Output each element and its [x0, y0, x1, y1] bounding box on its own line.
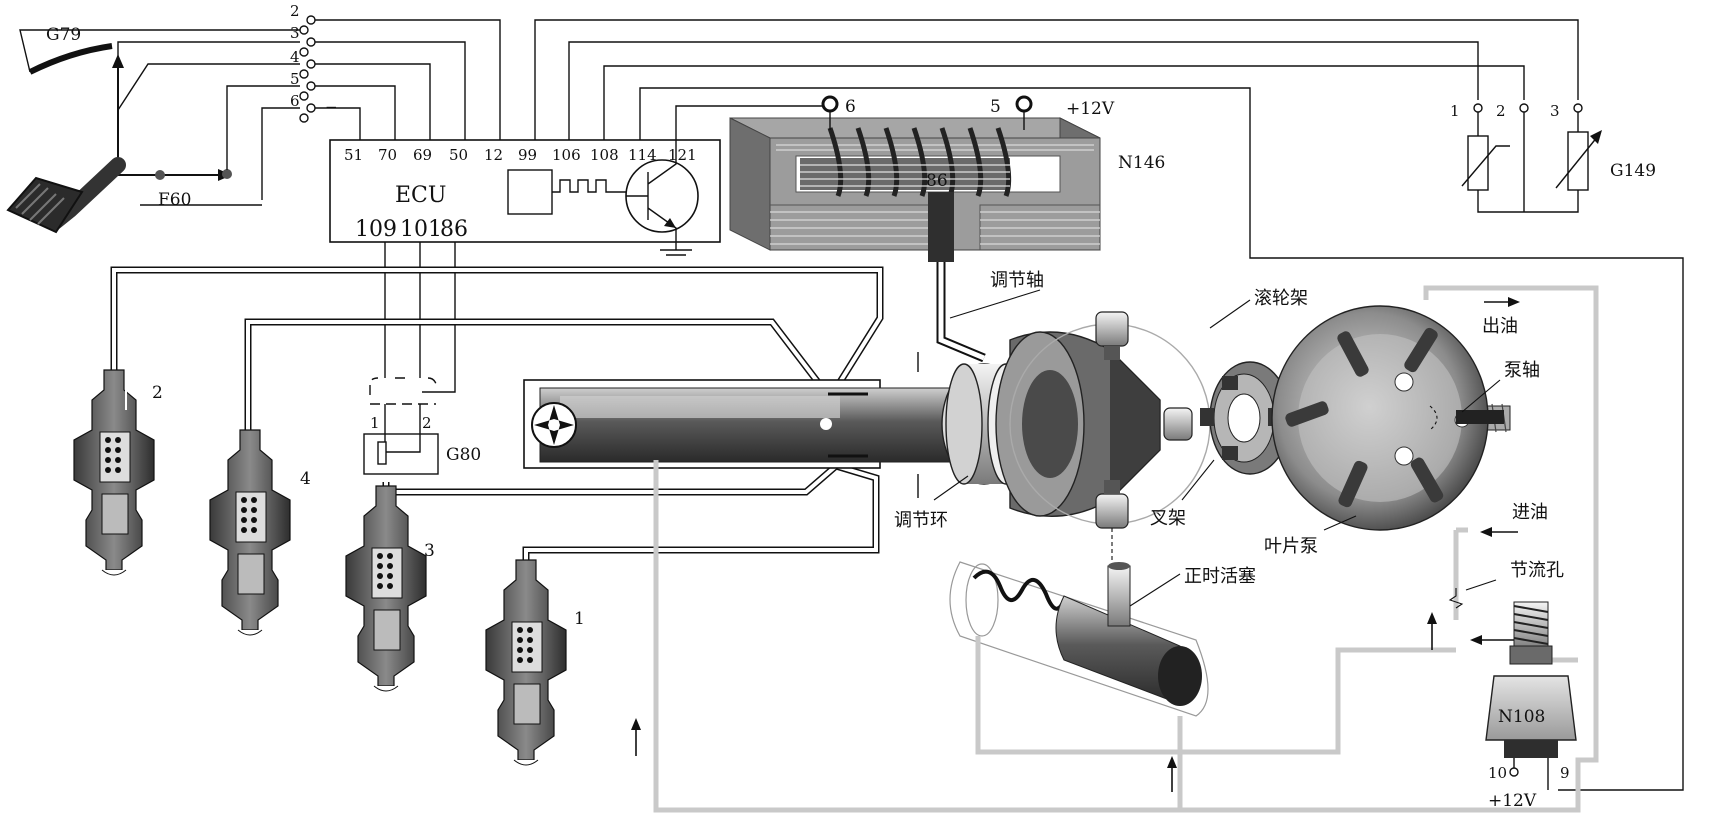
switch-contact: [222, 169, 232, 179]
injector-number: 1: [574, 609, 585, 629]
n146-terminal-b: 5: [990, 97, 1001, 117]
n108-timing-valve: N108 10 9 +12V: [1485, 601, 1577, 811]
n108-supply: +12V: [1488, 791, 1537, 811]
g80-terminal: 1: [370, 414, 380, 432]
accelerator-pedal-assembly: G79 F60: [6, 25, 232, 234]
callout-oil-out: 出油: [1482, 316, 1518, 337]
g80-needle-lift-sensor: 1 2 G80: [363, 377, 481, 475]
ecu-pin-label: 70: [378, 146, 397, 164]
part-callouts: 调节轴 滚轮架 出油 泵轴 调节环 叉架 进油 叶片泵 节流孔 正时活塞: [894, 270, 1564, 607]
flow-arrows: [631, 297, 1530, 792]
switch-pivot: [155, 170, 165, 180]
timing-piston: [949, 561, 1209, 717]
g149-sensor: 1 2 3 G149: [1450, 102, 1656, 213]
g79-label: G79: [46, 25, 81, 45]
g149-terminal: 1: [1450, 102, 1460, 120]
pedal-terminal-label: 6: [290, 92, 300, 110]
ecu-pin-label: 50: [449, 146, 468, 164]
injector-4: [209, 429, 291, 636]
ecu-pin-label: 12: [484, 146, 503, 164]
terminal-6-icon: [821, 95, 839, 113]
callout-vane-pump: 叶片泵: [1264, 536, 1318, 557]
ecu-pin-label: 99: [518, 146, 537, 164]
pedal-terminal-label: 2: [290, 2, 300, 20]
throttle-orifice: [1448, 588, 1464, 609]
callout-fork: 叉架: [1150, 508, 1186, 529]
callout-oil-in: 进油: [1512, 502, 1548, 523]
pedal-sensor-arc: [28, 43, 113, 75]
n108-label: N108: [1498, 707, 1545, 727]
roller-frame: [1009, 311, 1211, 560]
terminal-86-label: 86: [926, 171, 948, 191]
g149-label: G149: [1610, 161, 1656, 181]
ecu-pin-label: 121: [668, 146, 697, 164]
pwm-generator-block: [507, 169, 553, 215]
callout-control-ring: 调节环: [894, 510, 948, 531]
injector-number: 4: [300, 469, 311, 489]
f60-label: F60: [158, 190, 191, 210]
injector-number: 3: [424, 541, 435, 561]
actuator-coil-core: [800, 158, 1010, 190]
injector-3: [345, 485, 427, 692]
cam-disc: [995, 331, 1161, 517]
callout-pump-shaft: 泵轴: [1504, 360, 1540, 381]
g149-terminal: 3: [1550, 102, 1560, 120]
actuator-armature: [928, 192, 954, 262]
ecu-block: ECU 51 70 69 50 12 99 106 108 114 121 10…: [329, 108, 721, 256]
g80-terminal: 2: [422, 414, 432, 432]
pedal-terminal-label: 4: [290, 48, 300, 66]
ecu-pin-label: 106: [552, 146, 581, 164]
injector-2: [73, 369, 155, 576]
n108-terminal-10: 10: [1488, 764, 1507, 782]
n146-label: N146: [1118, 153, 1165, 173]
arrow-icon: [1590, 130, 1602, 144]
ecu-wiring: [384, 19, 1684, 791]
ecu-pin-label: 69: [413, 146, 432, 164]
n146-supply: +12V: [1066, 99, 1115, 119]
ecu-pin-label: 114: [628, 146, 657, 164]
quantity-actuator-n146: 6 5 +12V N146 86: [729, 95, 1165, 363]
pedal-terminal-label: 5: [290, 70, 300, 88]
callout-timing-piston: 正时活塞: [1184, 566, 1256, 587]
injector-number: 2: [152, 383, 163, 403]
g149-terminal: 2: [1496, 102, 1506, 120]
ecu-pin-label: 101: [400, 217, 442, 242]
ground-icon: [660, 249, 692, 256]
g80-label: G80: [446, 445, 481, 465]
vane-pump: [1271, 305, 1504, 531]
n108-terminal-9: 9: [1560, 764, 1570, 782]
pedal-wiring: [19, 19, 501, 206]
plunger-head-icon: [531, 402, 577, 448]
pwm-signal-icon: [552, 179, 626, 193]
distributor-plunger: [523, 352, 972, 498]
pedal-terminal-label: 3: [290, 24, 300, 42]
ground-minus-sign: −: [325, 98, 338, 116]
ecu-pin-label: 51: [344, 146, 363, 164]
callout-throttle-hole: 节流孔: [1510, 560, 1564, 581]
callout-roller-frame: 滚轮架: [1254, 288, 1308, 309]
n146-terminal-a: 6: [845, 97, 856, 117]
fuel-return-lines: [653, 285, 1599, 813]
terminal-5-icon: [1015, 95, 1033, 113]
ecu-pin-label: 109: [355, 217, 397, 242]
ecu-pin-label: 108: [590, 146, 619, 164]
ecu-label: ECU: [395, 183, 446, 208]
fork-yoke: [1200, 361, 1291, 475]
pedal-grip: [15, 183, 65, 225]
injector-1: [485, 559, 567, 766]
callout-control-shaft: 调节轴: [990, 270, 1044, 291]
ecu-pin-label: 86: [440, 217, 468, 242]
